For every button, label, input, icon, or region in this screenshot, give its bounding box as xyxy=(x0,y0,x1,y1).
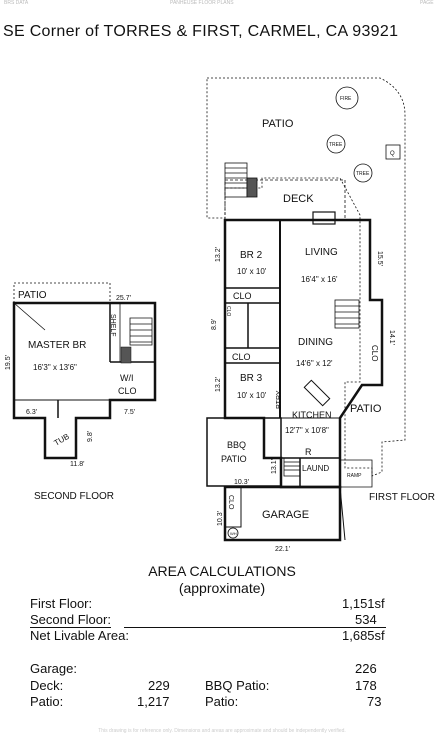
label-kitchen: KITCHEN xyxy=(292,410,332,420)
fireplace xyxy=(312,211,336,225)
label-living-dim: 16'4" x 16' xyxy=(301,275,338,284)
second-floor-value: 534 xyxy=(355,612,377,627)
label-garage-clo: CLO xyxy=(227,495,234,510)
header-faint-left: BRS DATA xyxy=(4,0,29,6)
dim-7-5: 7.5' xyxy=(124,409,135,416)
label-garage: GARAGE xyxy=(262,509,309,521)
dim-9-8: 9.8' xyxy=(87,431,94,442)
dim-15-5: 15.5' xyxy=(376,251,383,266)
label-q: Q xyxy=(390,151,395,157)
label-wh: WH xyxy=(230,531,237,536)
footer-disclaimer: This drawing is for reference only. Dime… xyxy=(98,728,346,734)
patio-label: Patio: xyxy=(30,694,64,709)
label-clo-2: CLO xyxy=(232,352,251,362)
water-heater xyxy=(227,527,239,539)
label-bbq-patio: PATIO xyxy=(221,454,247,464)
label-dining-dim: 14'6" x 12' xyxy=(296,359,333,368)
tree-circle xyxy=(326,134,346,154)
dim-13-1: 13.1' xyxy=(271,459,278,474)
floor-plan-drawing: PATIO FIRE TREE TREE Q DECK BR 2 10' x 1… xyxy=(5,77,435,553)
second-floor-stairs xyxy=(129,317,153,346)
dim-13-2b: 13.2' xyxy=(215,377,222,392)
stairs-laundry xyxy=(283,457,301,477)
label-second-floor: SECOND FLOOR xyxy=(34,491,114,502)
label-fire: FIRE xyxy=(340,96,352,102)
label-wi: W/I xyxy=(120,373,134,383)
label-master-dim: 16'3" x 13'6" xyxy=(33,363,77,372)
bbq-patio-outline xyxy=(206,417,282,487)
patio-value: 1,217 xyxy=(137,694,170,709)
label-clo-v: CLO xyxy=(370,345,379,361)
label-patio-second: PATIO xyxy=(18,290,47,301)
garage-closet xyxy=(224,486,242,528)
garage-value: 226 xyxy=(355,661,377,676)
deck-label: Deck: xyxy=(30,678,64,693)
dim-6-3: 6.3' xyxy=(26,409,37,416)
dim-19-5: 19.5' xyxy=(5,355,12,370)
label-shelf: SHELF xyxy=(109,314,116,337)
dim-11-8: 11.8' xyxy=(70,461,84,468)
label-clo-3: CLO xyxy=(225,306,231,316)
fire-circle xyxy=(335,86,359,110)
area-calculations-subtitle: (approximate) xyxy=(178,580,266,596)
label-wi-clo: CLO xyxy=(118,386,137,396)
second-floor-walls xyxy=(12,301,157,460)
label-living: LIVING xyxy=(305,247,338,258)
first-floor-label: First Floor: xyxy=(30,596,93,611)
house-walls xyxy=(223,218,384,489)
label-tree-2: TREE xyxy=(356,171,370,177)
net-livable-value: 1,685sf xyxy=(342,628,385,643)
second-floor-patio xyxy=(14,282,111,303)
label-first-floor: FIRST FLOOR xyxy=(369,492,435,503)
header-faint-center: PANHEUSE FLOOR PLANS xyxy=(170,0,234,6)
dim-25-7: 25.7' xyxy=(116,295,131,302)
label-br3-dim: 10' x 10' xyxy=(237,391,267,400)
dim-10-3a: 10.3' xyxy=(234,479,249,486)
first-floor-value: 1,151sf xyxy=(342,596,385,611)
stairs-deck xyxy=(224,162,258,198)
label-br3: BR 3 xyxy=(240,373,263,384)
dim-22-1: 22.1' xyxy=(275,546,290,553)
divider-line xyxy=(124,627,386,628)
kitchen-island xyxy=(303,379,331,407)
dim-10-3b: 10.3' xyxy=(217,511,224,526)
patio-boundary xyxy=(206,77,406,477)
label-kitchen-dim: 12'7" x 10'8" xyxy=(285,426,329,435)
label-laund: LAUND xyxy=(302,464,329,473)
garage-label: Garage: xyxy=(30,661,77,676)
label-dining: DINING xyxy=(298,337,333,348)
label-patio-right: PATIO xyxy=(350,403,382,415)
label-clo-1: CLO xyxy=(233,291,252,301)
dim-8-9: 8.9' xyxy=(211,319,218,330)
label-br2-dim: 10' x 10' xyxy=(237,267,267,276)
page-title: SE Corner of TORRES & FIRST, CARMEL, CA … xyxy=(3,23,399,40)
net-livable-label: Net Livable Area: xyxy=(30,628,130,643)
label-deck: DECK xyxy=(283,193,314,205)
dim-14-1: 14.1' xyxy=(388,330,395,345)
label-patio-top: PATIO xyxy=(262,118,294,130)
label-r: R xyxy=(305,447,312,457)
bbq-patio-label: BBQ Patio: xyxy=(205,678,270,693)
stairs-dining xyxy=(334,299,360,329)
ramp xyxy=(340,459,373,488)
q-box xyxy=(385,144,401,160)
label-ptry: PTRY xyxy=(276,390,283,409)
dim-13-2a: 13.2' xyxy=(215,247,222,262)
bbq-patio-value: 178 xyxy=(355,678,377,693)
deck-value: 229 xyxy=(148,678,170,693)
patio2-value: 73 xyxy=(367,694,382,709)
patio2-label: Patio: xyxy=(205,694,239,709)
header-faint-right: PAGE xyxy=(420,0,434,6)
second-floor-row-label: Second Floor: xyxy=(30,612,111,628)
tree-circle xyxy=(353,163,373,183)
label-tub: TUB xyxy=(53,432,71,448)
area-calculations-title: AREA CALCULATIONS xyxy=(148,563,296,579)
label-master: MASTER BR xyxy=(28,340,86,351)
label-br2: BR 2 xyxy=(240,250,263,261)
label-bbq: BBQ xyxy=(227,440,246,450)
label-tree-1: TREE xyxy=(329,142,343,148)
label-ramp: RAMP xyxy=(347,473,362,479)
